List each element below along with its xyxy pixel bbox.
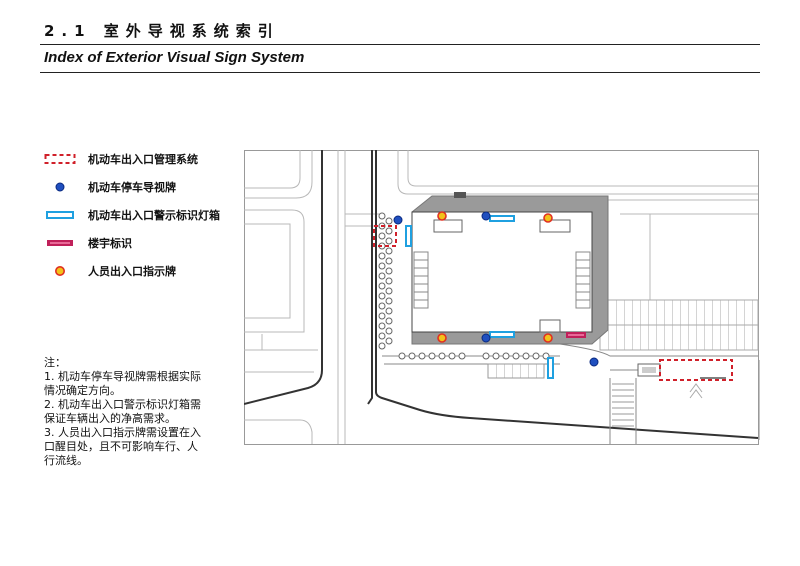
building-ramps [413,251,591,309]
legend-label: 机动车出入口管理系统 [88,153,198,166]
page-title-cn: 2.1 室外导视系统索引 [44,22,280,40]
legend-item-parking-guide-sign: 机动车停车导视牌 [44,178,244,196]
direction-arrow-icon [689,383,703,399]
warning-lightbox-southeast [547,357,554,379]
page-title-en: Index of Exterior Visual Sign System [44,49,305,66]
legend-item-pedestrian-entrance-sign: 人员出入口指示牌 [44,262,244,280]
title-divider-bottom [40,72,760,73]
notes: 注： 1. 机动车停车导视牌需根据实际 情况确定方向。 2. 机动车出入口警示标… [44,356,234,468]
legend-item-entrance-warning-lightbox: 机动车出入口警示标识灯箱 [44,206,244,224]
small-parking [487,363,545,379]
site-plan-map [244,150,760,445]
warning-lightbox-south [489,331,515,338]
context-top-lines [345,150,758,300]
note-line: 情况确定方向。 [44,384,121,397]
context-block-lines [244,150,346,444]
title-divider-top [40,44,760,45]
legend-label: 机动车停车导视牌 [88,181,176,194]
note-line: 2. 机动车出入口警示标识灯箱需 [44,398,201,411]
orange-dot-icon [55,266,65,276]
building-boxes [433,219,571,333]
warning-lightbox-north [489,215,515,222]
legend-item-vehicle-entrance-management: 机动车出入口管理系统 [44,150,244,168]
main-road-lines [244,150,759,439]
note-line: 保证车辆出入的净高需求。 [44,412,176,425]
warning-lightbox-west [405,225,412,247]
magenta-rect-icon [47,240,73,246]
note-line: 1. 机动车停车导视牌需根据实际 [44,370,201,383]
crosswalk [612,383,634,427]
legend-label: 楼宇标识 [88,237,132,250]
note-line: 口醒目处，且不可影响车行、人 [44,440,198,453]
pedestrian-entrance-signs [437,211,553,343]
note-line: 3. 人员出入口指示牌需设置在入 [44,426,201,439]
parking-guide-signs [393,211,599,367]
note-line: 行流线。 [44,454,88,467]
roof-element [454,192,466,198]
tree-row-left [378,212,393,350]
legend-item-building-name-sign: 楼宇标识 [44,234,244,252]
vehicle-entrance-west [373,225,397,247]
blue-dot-icon [55,182,65,192]
note-line: 注： [44,356,66,369]
tree-row-bottom [398,352,550,360]
vehicle-entrance-southeast [659,359,733,381]
dashed-rect-icon [44,154,76,164]
legend-label: 人员出入口指示牌 [88,265,176,278]
cyan-rect-icon [46,211,74,219]
legend-label: 机动车出入口警示标识灯箱 [88,209,220,222]
